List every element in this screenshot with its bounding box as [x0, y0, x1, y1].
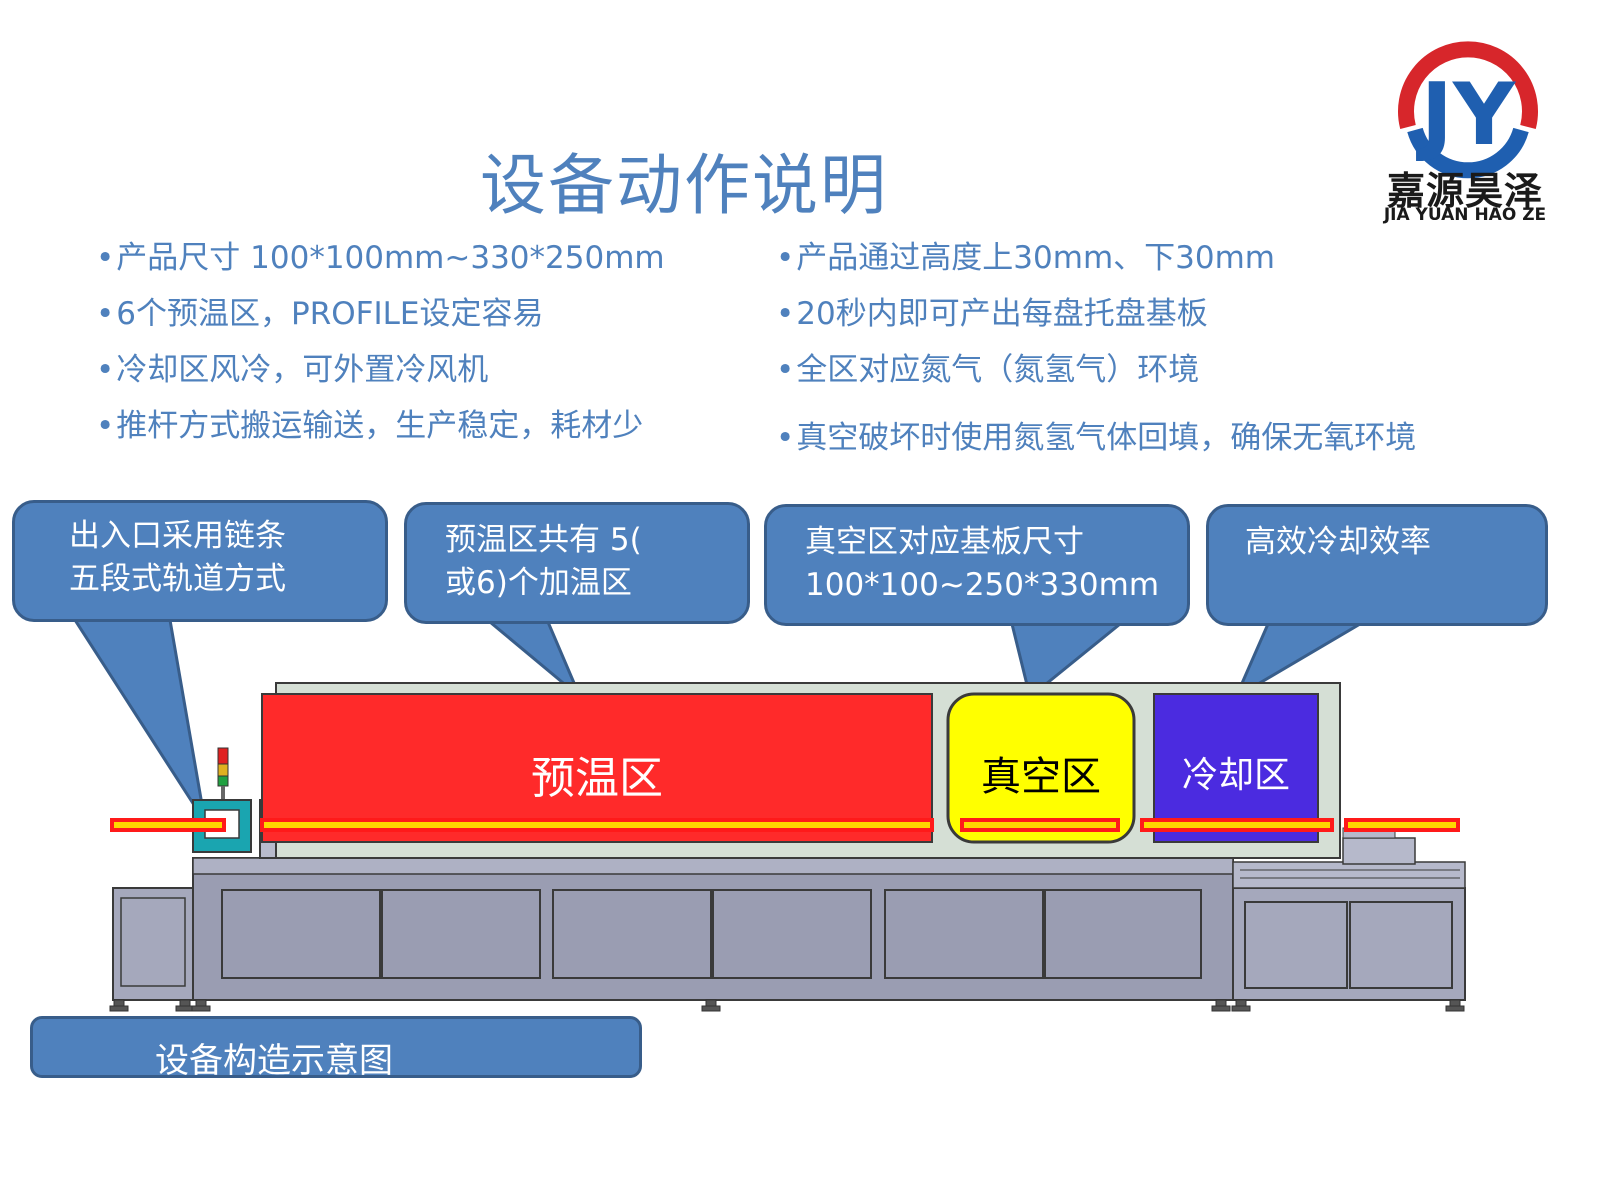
- diagram-caption: 设备构造示意图: [30, 1016, 642, 1081]
- cooling-zone-label: 冷却区: [1181, 755, 1290, 796]
- spec-item: 20秒内即可产出每盘托盘基板: [776, 294, 1556, 334]
- spec-item: 6个预温区，PROFILE设定容易: [96, 294, 696, 334]
- callout-preheat-text: 预温区共有 5( 或6)个加温区: [445, 522, 642, 601]
- callout-cooling: 高效冷却效率: [1206, 504, 1548, 626]
- spec-item: 全区对应氮气（氮氢气）环境: [776, 350, 1556, 390]
- callout-preheat: 预温区共有 5( 或6)个加温区: [404, 502, 750, 624]
- machine-feet: [109, 999, 1465, 1012]
- spec-list-left: 产品尺寸 100*100mm~330*250mm 6个预温区，PROFILE设定…: [96, 238, 696, 462]
- callout-cooling-text: 高效冷却效率: [1245, 524, 1431, 560]
- callout-vacuum-text: 真空区对应基板尺寸 100*100~250*330mm: [805, 524, 1160, 603]
- logo-initials: JY: [1416, 65, 1517, 165]
- callout-rails-text: 出入口采用链条 五段式轨道方式: [69, 518, 286, 597]
- spec-item: 产品尺寸 100*100mm~330*250mm: [96, 238, 696, 278]
- spec-item: 产品通过高度上30mm、下30mm: [776, 238, 1556, 278]
- spec-item: 冷却区风冷，可外置冷风机: [96, 350, 696, 390]
- spec-list-right: 产品通过高度上30mm、下30mm 20秒内即可产出每盘托盘基板 全区对应氮气（…: [776, 238, 1556, 474]
- logo-name-en: JIA YUAN HAO ZE: [1383, 205, 1547, 225]
- cooling-zone: [1153, 693, 1319, 843]
- conveyor-rails: [110, 818, 1460, 832]
- machine-base: [112, 827, 1466, 1001]
- page-title: 设备动作说明: [480, 147, 888, 224]
- preheat-zone-label: 预温区: [531, 753, 663, 804]
- callout-pointer-rails: [72, 618, 207, 823]
- control-panel: [192, 747, 252, 853]
- callout-vacuum: 真空区对应基板尺寸 100*100~250*330mm: [764, 504, 1190, 626]
- preheat-zone: [261, 693, 933, 843]
- logo-name-cn: 嘉源昊泽: [1386, 169, 1543, 213]
- callout-rails: 出入口采用链条 五段式轨道方式: [12, 500, 388, 622]
- spec-item: 真空破坏时使用氮氢气体回填，确保无氧环境: [776, 418, 1556, 458]
- vacuum-zone-label: 真空区: [981, 754, 1101, 800]
- spec-item: 推杆方式搬运输送，生产稳定，耗材少: [96, 406, 696, 446]
- vacuum-zone: [946, 692, 1136, 844]
- company-logo: JY: [1398, 41, 1538, 179]
